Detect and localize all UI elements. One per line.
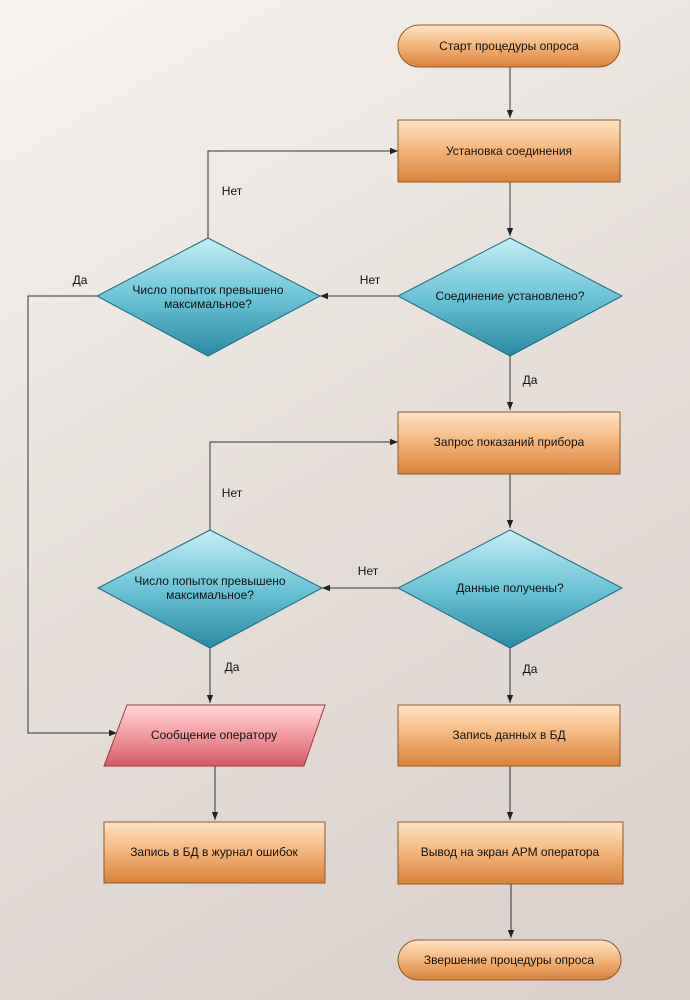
node-operator-message: Сообщение оператору xyxy=(103,704,326,767)
edge-attempts-q2-no-to-request xyxy=(209,438,398,530)
node-write-db-label: Запись данных в БД xyxy=(452,728,565,742)
edge-attempts-q1-yes-to-operator-msg xyxy=(27,295,117,737)
node-display: Вывод на экран АРМ оператора xyxy=(397,821,624,885)
node-request-label: Запрос показаний прибора xyxy=(434,435,585,449)
node-error-log: Запись в БД в журнал ошибок xyxy=(103,821,326,884)
edge-label-no-connected-q: Нет xyxy=(360,273,381,287)
node-connected-question: Соединение установлено? xyxy=(396,237,624,357)
node-attempts-question-1-line2: максимальное? xyxy=(164,297,252,311)
node-attempts-question-1: Число попыток превышено максимальное? xyxy=(95,237,322,357)
node-connected-question-label: Соединение установлено? xyxy=(435,289,584,303)
node-data-question-label: Данные получены? xyxy=(456,581,564,595)
edge-attempts-q1-no-to-connect xyxy=(207,147,398,238)
node-connect: Установка соединения xyxy=(397,119,621,183)
edge-label-yes-attempts-q2: Да xyxy=(225,660,240,674)
node-start-label: Старт процедуры опроса xyxy=(439,39,579,53)
edge-label-no-attempts-q2: Нет xyxy=(222,486,243,500)
node-attempts-question-1-line1: Число попыток превышено xyxy=(132,283,284,297)
node-finish-label: Звершение процедуры опроса xyxy=(424,953,594,967)
node-operator-message-label: Сообщение оператору xyxy=(151,728,277,742)
node-attempts-question-2: Число попыток превышено максимальное? xyxy=(96,529,324,649)
node-write-db: Запись данных в БД xyxy=(397,704,621,767)
edge-label-yes-attempts-q1: Да xyxy=(73,273,88,287)
node-request: Запрос показаний прибора xyxy=(397,411,621,475)
node-error-log-label: Запись в БД в журнал ошибок xyxy=(130,845,298,859)
edge-label-yes-connected-q: Да xyxy=(523,373,538,387)
node-start: Старт процедуры опроса xyxy=(397,24,621,68)
node-display-label: Вывод на экран АРМ оператора xyxy=(421,845,600,859)
edge-label-yes-data-q: Да xyxy=(523,662,538,676)
node-attempts-question-2-line1: Число попыток превышено xyxy=(134,574,286,588)
node-data-question: Данные получены? xyxy=(396,529,624,649)
node-attempts-question-2-line2: максимальное? xyxy=(166,588,254,602)
edge-label-no-attempts-q1: Нет xyxy=(222,184,243,198)
node-finish: Звершение процедуры опроса xyxy=(397,939,622,981)
node-connect-label: Установка соединения xyxy=(446,144,572,158)
edge-label-no-data-q: Нет xyxy=(358,564,379,578)
